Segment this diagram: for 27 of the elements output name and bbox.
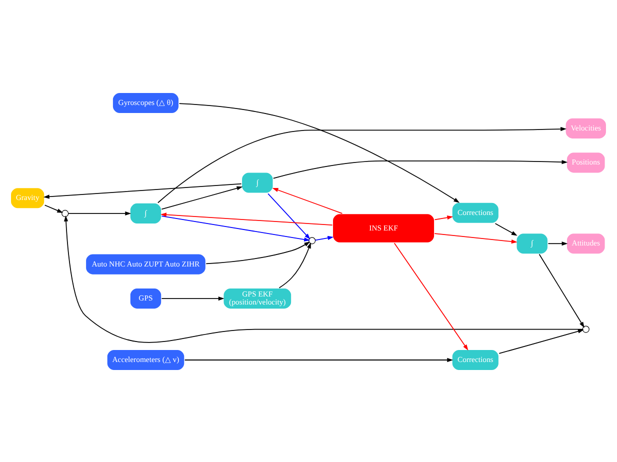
arrow (157, 126, 566, 203)
arrow (206, 241, 310, 264)
arrow (434, 232, 518, 244)
arrow (161, 186, 243, 210)
arrow (314, 235, 334, 240)
node-circle (308, 236, 316, 244)
arrow (178, 102, 460, 202)
arrow (272, 187, 343, 214)
arrow (161, 296, 224, 300)
arrow (278, 242, 311, 288)
arrow (68, 210, 132, 216)
arrow (268, 192, 310, 239)
arrow (161, 215, 310, 241)
arrow (394, 242, 468, 350)
arrow (538, 253, 584, 328)
arrow (64, 214, 584, 342)
arrow (498, 328, 584, 354)
arrow (494, 222, 518, 236)
arrow (160, 212, 333, 226)
arrow (434, 215, 454, 220)
node-circle (62, 209, 69, 217)
arrow (44, 204, 64, 212)
arrow (272, 160, 568, 178)
arrow (548, 241, 568, 246)
node-circle (582, 325, 590, 332)
arrow (43, 182, 242, 198)
arrow (184, 357, 454, 362)
